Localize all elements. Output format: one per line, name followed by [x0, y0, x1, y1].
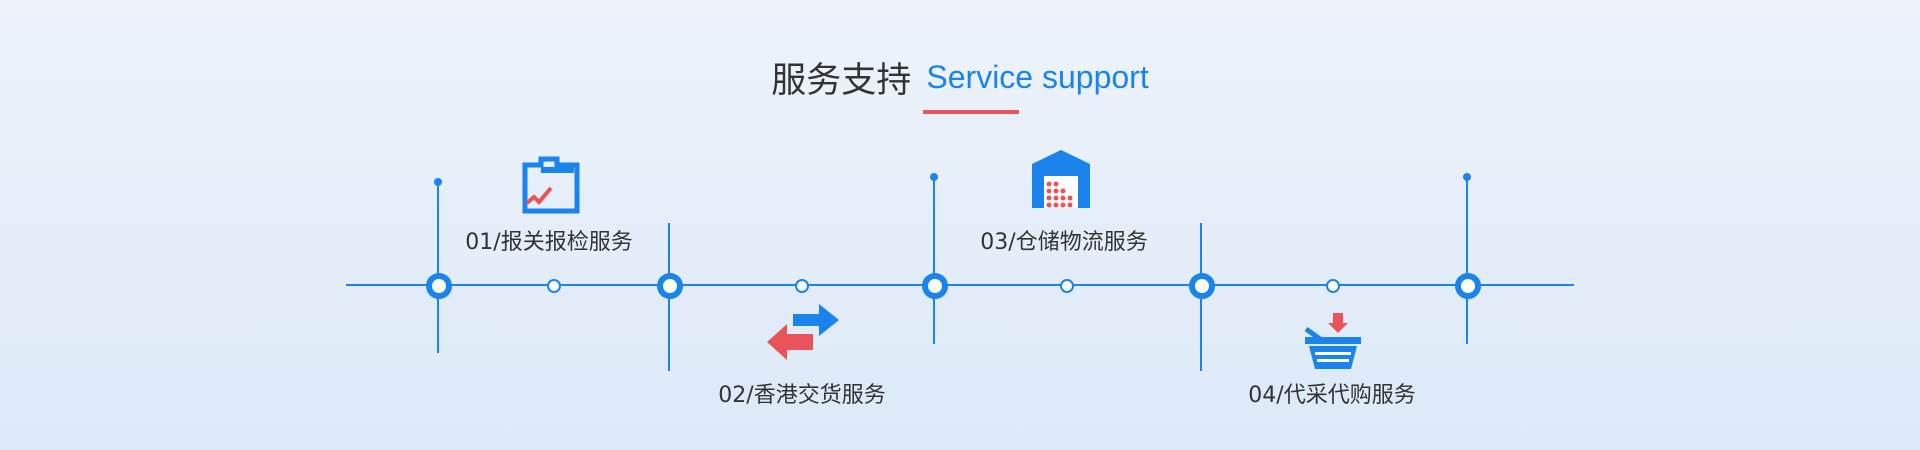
- title-underline: [923, 110, 1019, 114]
- timeline-subnode: [1326, 279, 1340, 293]
- service-label: 01/报关报检服务: [465, 230, 633, 255]
- timeline-pin: [434, 178, 442, 186]
- timeline-connector: [437, 181, 439, 353]
- exchange-arrows-icon: [767, 304, 839, 360]
- service-label: 02/香港交货服务: [718, 383, 886, 408]
- service-label: 04/代采代购服务: [1248, 383, 1416, 408]
- timeline-subnode: [1060, 279, 1074, 293]
- service-label: 03/仓储物流服务: [980, 230, 1148, 255]
- timeline-subnode: [547, 279, 561, 293]
- timeline-subnode: [795, 279, 809, 293]
- section-header: 服务支持 Service support: [0, 52, 1920, 103]
- warehouse-icon: [1032, 150, 1090, 208]
- shopping-basket-icon: [1304, 313, 1361, 369]
- timeline-main-line: [346, 284, 1574, 286]
- timeline-node: [657, 273, 683, 299]
- timeline-node: [922, 273, 948, 299]
- clipboard-check-icon: [522, 156, 580, 214]
- timeline-pin: [930, 173, 938, 181]
- timeline-connector: [1466, 176, 1468, 344]
- timeline-pin: [1463, 173, 1471, 181]
- timeline-connector: [933, 176, 935, 344]
- timeline-node: [426, 273, 452, 299]
- timeline-node: [1189, 273, 1215, 299]
- section-title-english: Service support: [926, 59, 1149, 95]
- section-title-chinese: 服务支持: [771, 61, 912, 101]
- timeline-node: [1455, 273, 1481, 299]
